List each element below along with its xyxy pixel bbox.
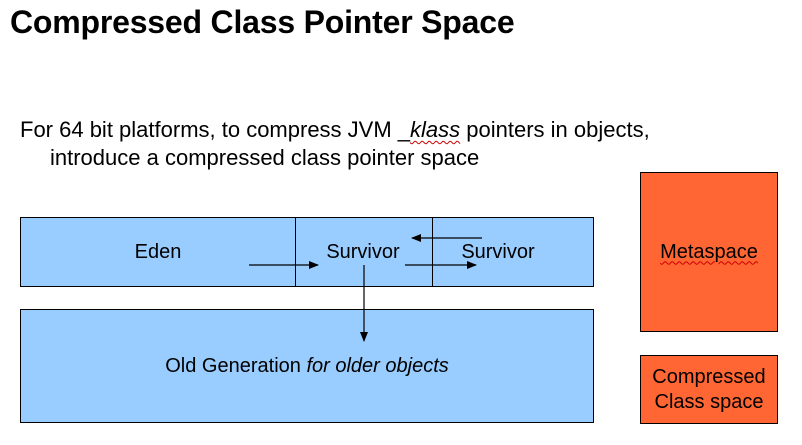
metaspace-box: Metaspace <box>640 172 778 332</box>
intro-klass: klass <box>410 117 461 142</box>
survivor-box-2: Survivor <box>432 217 594 287</box>
intro-line2: introduce a compressed class pointer spa… <box>50 145 480 170</box>
old-generation-label-text: Old Generation <box>165 354 307 377</box>
survivor-label-2: Survivor <box>461 240 535 263</box>
intro-text: For 64 bit platforms, to compress JVM _k… <box>20 116 650 172</box>
old-generation-label-italic: for older objects <box>306 354 449 377</box>
old-generation-label: Old Generation for older objects <box>165 355 449 378</box>
page-title: Compressed Class Pointer Space <box>10 4 515 40</box>
old-generation-box: Old Generation for older objects <box>20 309 594 423</box>
compressed-line2: Class space <box>654 390 764 413</box>
compressed-line1: Compressed <box>652 365 766 388</box>
eden-box: Eden <box>20 217 296 287</box>
metaspace-label: Metaspace <box>660 240 758 263</box>
eden-label: Eden <box>134 240 182 263</box>
survivor-box-1: Survivor <box>295 217 433 287</box>
intro-after: pointers in objects, <box>460 117 650 142</box>
survivor-label-1: Survivor <box>326 240 400 263</box>
compressed-class-space-box: Compressed Class space <box>640 355 778 424</box>
intro-before: For 64 bit platforms, to compress JVM _ <box>20 117 411 142</box>
compressed-class-space-label: Compressed Class space <box>652 365 765 415</box>
